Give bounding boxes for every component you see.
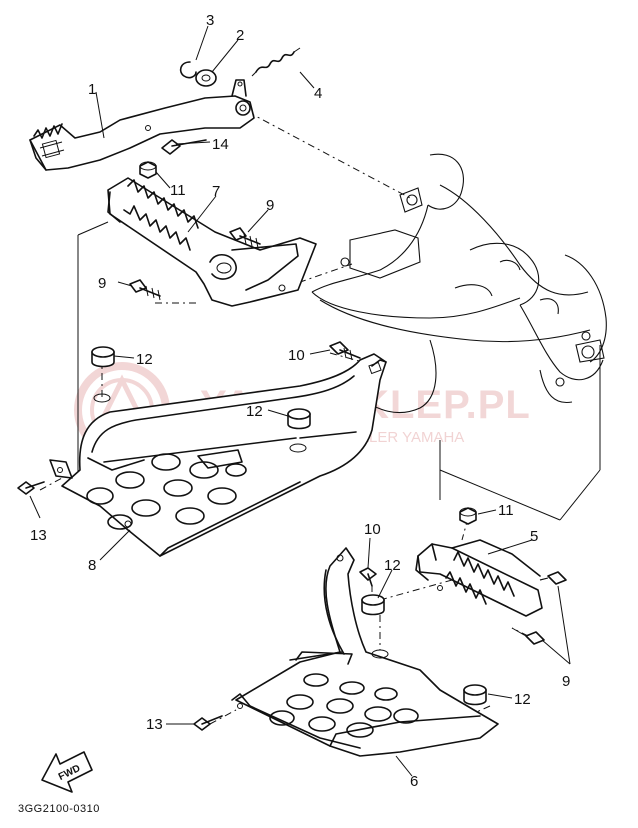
callout-1: 1: [88, 81, 96, 98]
callout-9-lower: 9: [98, 275, 106, 292]
callout-12-c: 12: [384, 557, 401, 574]
callout-3: 3: [206, 12, 214, 29]
damper-12-b: [287, 408, 311, 453]
callout-10-upper: 10: [288, 347, 305, 364]
diagram-reference-code: 3GG2100-0310: [18, 803, 100, 815]
callout-13-left: 13: [30, 527, 47, 544]
left-plate-holes: [269, 673, 419, 738]
plate-holes: [86, 449, 247, 530]
nut-11-upper: [139, 161, 157, 179]
callout-9-upper: 9: [266, 197, 274, 214]
footrest-teeth: [445, 551, 515, 605]
callout-5: 5: [530, 528, 538, 545]
callout-8: 8: [88, 557, 96, 574]
washer: [195, 69, 217, 87]
callout-11-lower: 11: [498, 502, 514, 519]
bracket-teeth: [123, 179, 199, 251]
pivot-bolt: [161, 139, 207, 155]
damper-12-a: [91, 346, 115, 403]
damper-12-c: [361, 594, 389, 659]
return-spring: [251, 47, 301, 77]
bolt-13-lower: [193, 715, 223, 731]
footrest-plate-right: [49, 353, 387, 557]
footrest-left: [415, 539, 543, 617]
callout-4: 4: [314, 85, 322, 102]
callout-10-lower: 10: [364, 521, 381, 538]
footrest-bracket-right: [107, 177, 317, 307]
callout-6: 6: [410, 773, 418, 790]
callout-7: 7: [212, 183, 220, 200]
damper-12-d: [463, 684, 487, 706]
callout-9-right: 9: [562, 673, 570, 690]
callout-12-d: 12: [514, 691, 531, 708]
callout-11-upper: 11: [170, 182, 186, 199]
bolt-10-lower: [359, 567, 377, 587]
bolt-9-right-upper: [539, 571, 567, 585]
footrest-plate-left: [231, 547, 499, 757]
bolt-9-lower: [129, 279, 161, 301]
bolt-13-left: [17, 481, 45, 495]
nut-11-lower: [459, 507, 477, 525]
callout-2: 2: [236, 27, 244, 44]
bolt-10-upper: [329, 341, 361, 361]
callout-13-lower: 13: [146, 716, 163, 733]
callouts: 3 2 4 1 14 11 7 9 9 12 10 12 13 8 11 5 1…: [30, 12, 570, 790]
fwd-arrow-icon: FWD: [41, 751, 93, 793]
pedal-teeth: [33, 123, 65, 159]
frame-outline: [311, 153, 607, 414]
circlip: [179, 61, 197, 79]
brake-pedal: [29, 79, 255, 171]
callout-12-b: 12: [246, 403, 263, 420]
leader-lines: [29, 25, 571, 777]
callout-12-a: 12: [136, 351, 153, 368]
bolt-9-upper: [229, 227, 261, 249]
bolt-9-right-lower: [511, 627, 545, 645]
callout-14: 14: [212, 136, 229, 153]
